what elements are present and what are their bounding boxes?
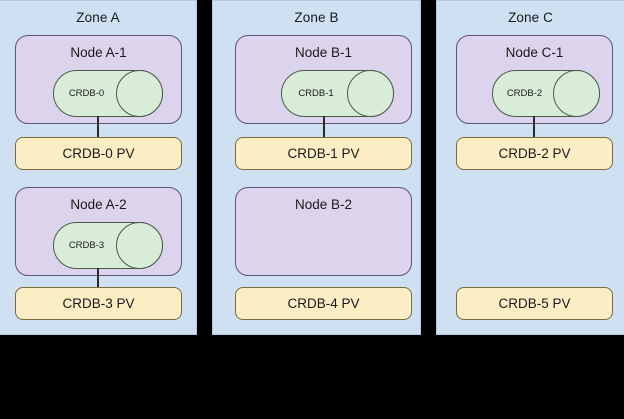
database-cylinder-label-crdb-1: CRDB-1 [298, 88, 334, 99]
pv-label-crdb-3: CRDB-3 PV [62, 296, 135, 311]
pv-box-crdb-3: CRDB-3 PV [15, 287, 182, 320]
pv-box-crdb-1: CRDB-1 PV [235, 137, 412, 170]
zone-title-b: Zone B [294, 10, 339, 25]
connector-line-crdb-3 [97, 268, 99, 287]
database-cylinder-crdb-2: CRDB-2 [492, 70, 600, 117]
cylinder-end-cap-icon [116, 222, 163, 269]
zone-container-b: Zone B Node B-1 CRDB-1 CRDB-1 PV Node B-… [212, 0, 421, 335]
cylinder-end-cap-icon [116, 70, 163, 117]
cylinder-end-cap-icon [347, 70, 394, 117]
zone-title-a: Zone A [76, 10, 120, 25]
node-box-b-2: Node B-2 [235, 187, 412, 276]
database-cylinder-label-crdb-2: CRDB-2 [506, 88, 543, 99]
pv-box-crdb-4: CRDB-4 PV [235, 287, 412, 320]
node-box-a-2: Node A-2 CRDB-3 [15, 187, 182, 276]
node-box-c-1: Node C-1 CRDB-2 [456, 35, 613, 124]
pv-label-crdb-1: CRDB-1 PV [287, 146, 360, 161]
pv-box-crdb-5: CRDB-5 PV [456, 287, 613, 320]
database-cylinder-crdb-0: CRDB-0 [53, 70, 163, 117]
node-box-b-1: Node B-1 CRDB-1 [235, 35, 412, 124]
pv-label-crdb-0: CRDB-0 PV [62, 146, 135, 161]
database-cylinder-crdb-1: CRDB-1 [281, 70, 394, 117]
pv-label-crdb-5: CRDB-5 PV [498, 296, 571, 311]
zone-container-a: Zone A Node A-1 CRDB-0 CRDB-0 PV Node A-… [0, 0, 197, 335]
connector-line-crdb-0 [97, 116, 99, 137]
node-box-a-1: Node A-1 CRDB-0 [15, 35, 182, 124]
node-label-c-1: Node C-1 [505, 45, 564, 60]
pv-label-crdb-2: CRDB-2 PV [498, 146, 571, 161]
node-label-a-2: Node A-2 [70, 197, 127, 212]
node-label-b-2: Node B-2 [294, 197, 353, 212]
database-cylinder-crdb-3: CRDB-3 [53, 222, 163, 269]
zone-container-c: Zone C Node C-1 CRDB-2 CRDB-2 PV CRDB-5 … [436, 0, 624, 335]
node-label-a-1: Node A-1 [70, 45, 127, 60]
pv-box-crdb-0: CRDB-0 PV [15, 137, 182, 170]
cylinder-end-cap-icon [553, 70, 600, 117]
pv-box-crdb-2: CRDB-2 PV [456, 137, 613, 170]
connector-line-crdb-1 [323, 116, 325, 137]
database-cylinder-label-crdb-3: CRDB-3 [68, 240, 105, 251]
pv-label-crdb-4: CRDB-4 PV [287, 296, 360, 311]
node-label-b-1: Node B-1 [294, 45, 353, 60]
connector-line-crdb-2 [533, 116, 535, 137]
zone-title-c: Zone C [508, 10, 553, 25]
database-cylinder-label-crdb-0: CRDB-0 [68, 88, 105, 99]
